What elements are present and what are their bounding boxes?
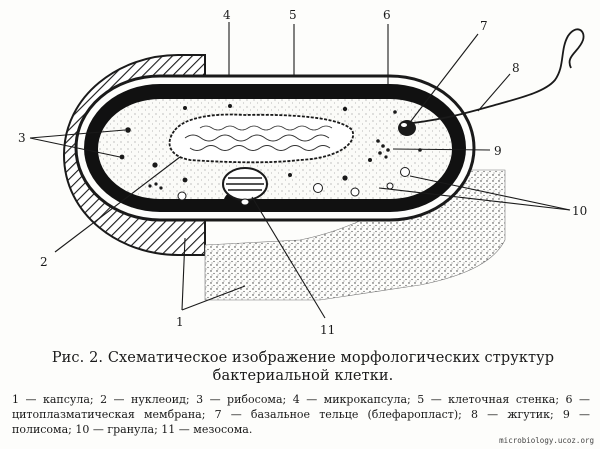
callout-10: 10 bbox=[572, 204, 587, 218]
granules bbox=[177, 167, 410, 201]
callout-1: 1 bbox=[176, 315, 184, 329]
callout-5: 5 bbox=[289, 8, 297, 22]
figure-legend: 1 — капсула; 2 — нуклеоид; 3 — рибосома;… bbox=[12, 393, 590, 436]
polysome bbox=[148, 139, 390, 190]
mesosome bbox=[222, 167, 268, 206]
callout-leaders bbox=[29, 22, 571, 319]
watermark: microbiology.ucoz.org bbox=[499, 436, 594, 445]
figure-caption: Рис. 2. Схематическое изображение морфол… bbox=[20, 349, 586, 385]
callout-9: 9 bbox=[494, 144, 502, 158]
caption-title: Схематическое изображение морфологически… bbox=[107, 350, 555, 384]
callout-7: 7 bbox=[480, 19, 488, 33]
callout-numbers: 4 5 6 7 8 9 10 3 2 11 1 bbox=[18, 8, 587, 337]
callout-6: 6 bbox=[383, 8, 391, 22]
caption-prefix: Рис. 2. bbox=[51, 350, 104, 366]
callout-2: 2 bbox=[40, 255, 48, 269]
callout-3: 3 bbox=[18, 131, 26, 145]
callout-11: 11 bbox=[320, 323, 335, 337]
nucleoid bbox=[168, 113, 355, 164]
basal-body bbox=[398, 120, 416, 136]
callout-8: 8 bbox=[512, 61, 520, 75]
callout-4: 4 bbox=[223, 8, 231, 22]
bacterial-cell-diagram: 4 5 6 7 8 9 10 3 2 11 1 bbox=[18, 8, 587, 337]
